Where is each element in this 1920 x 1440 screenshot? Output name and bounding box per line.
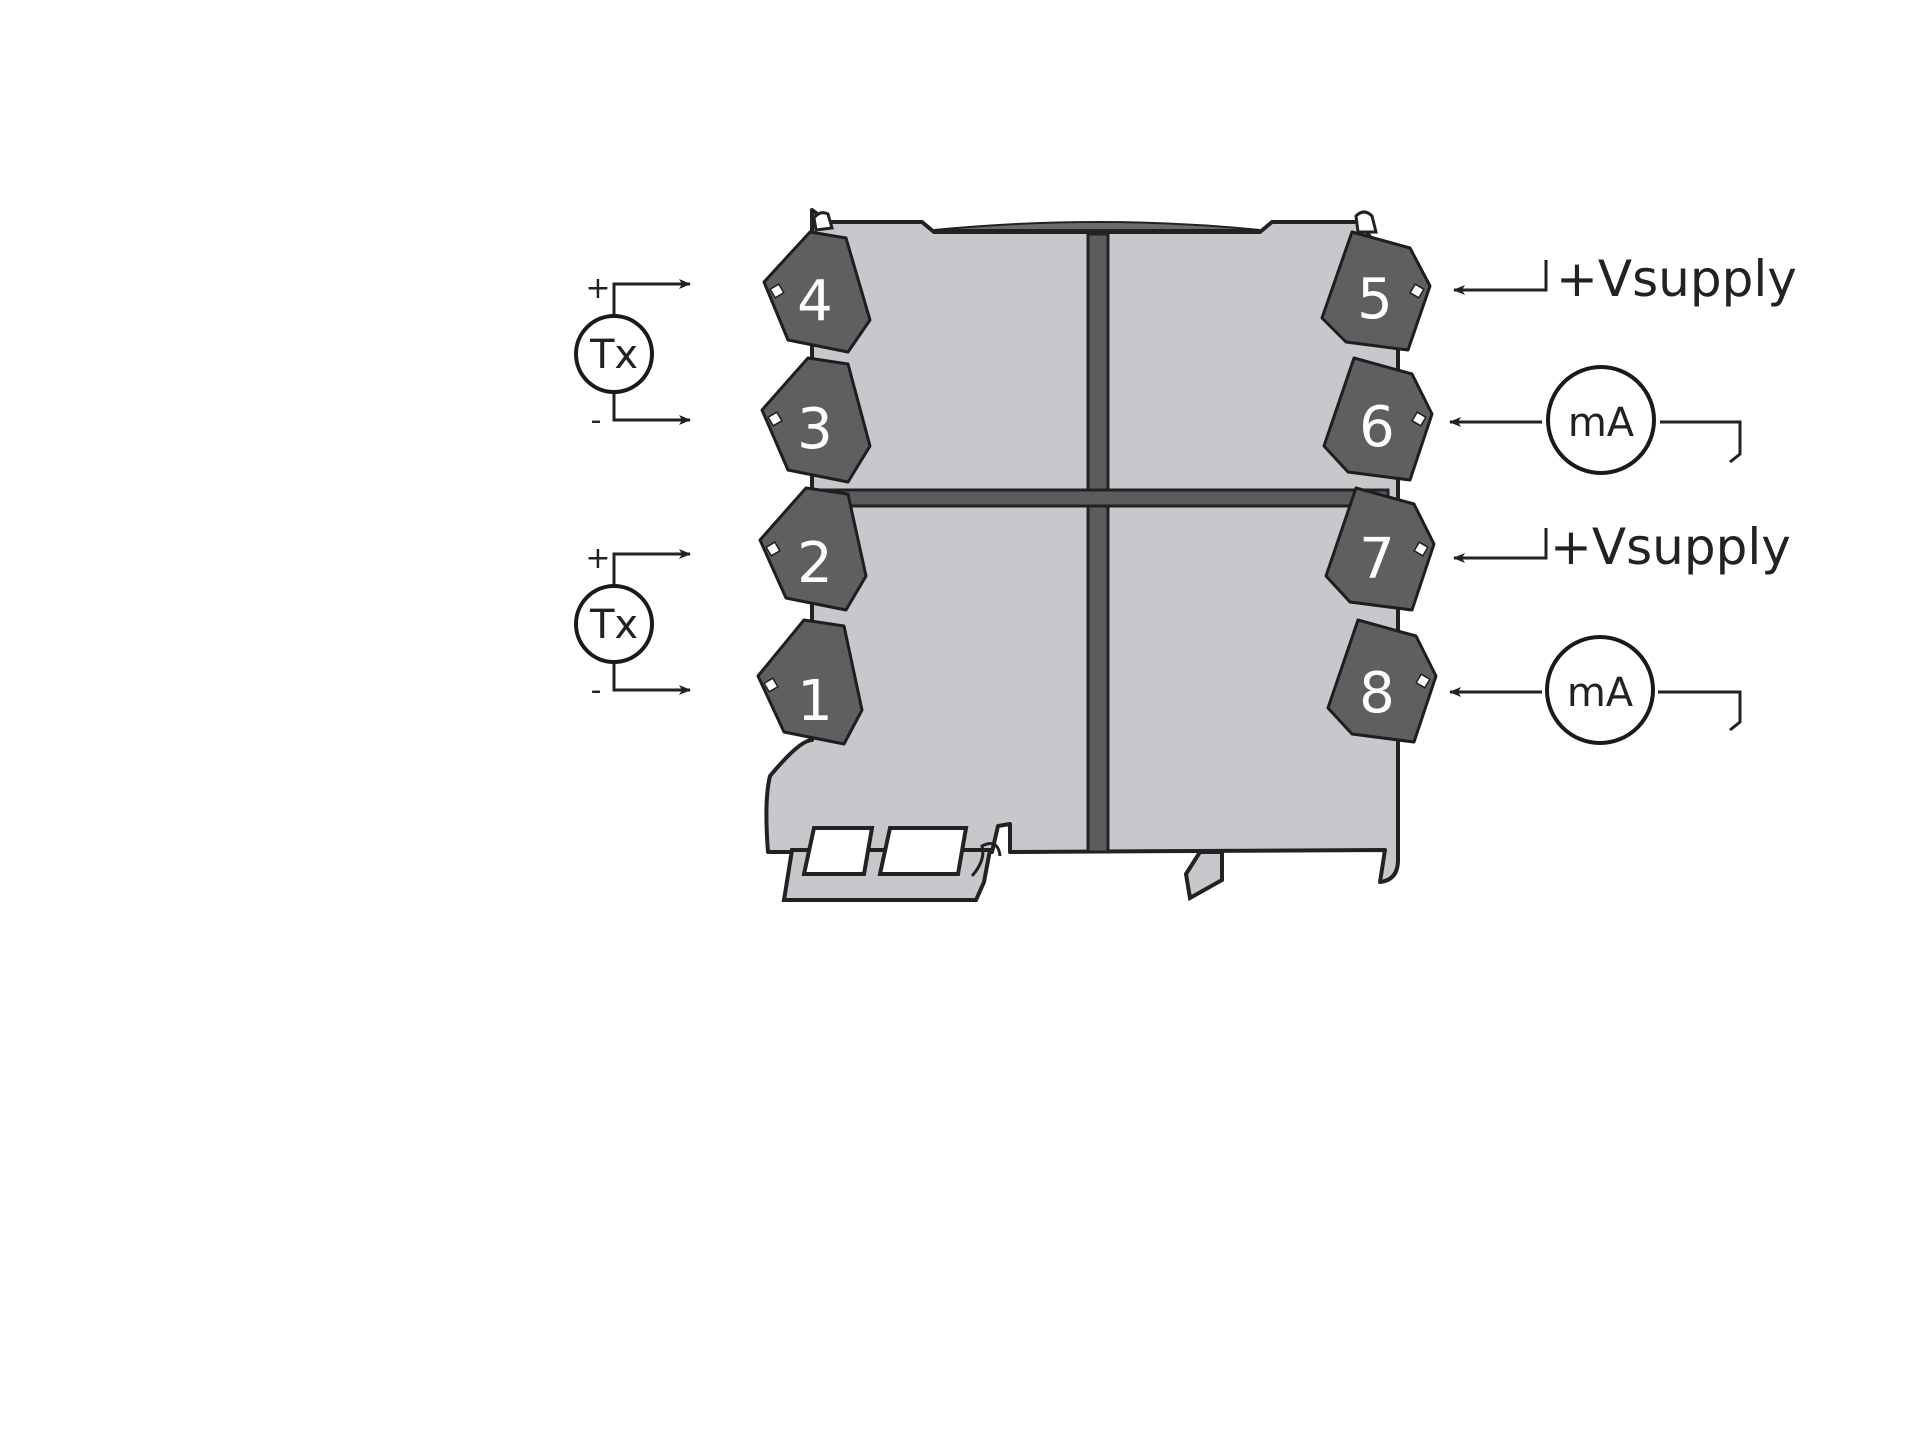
housing-dividers bbox=[806, 232, 1390, 854]
terminal-1: 1 bbox=[756, 618, 864, 746]
transmitter-lower-label: Tx bbox=[589, 602, 638, 648]
transmitter-upper-plus: + bbox=[585, 271, 610, 306]
supply-upper-label: +Vsupply bbox=[1556, 250, 1797, 308]
output-upper-meter: mA bbox=[1449, 365, 1742, 475]
terminal-7-number: 7 bbox=[1359, 527, 1395, 592]
terminal-8: 8 bbox=[1326, 618, 1438, 744]
transmitter-upper-minus: - bbox=[591, 403, 602, 438]
output-upper-supply: +Vsupply bbox=[1453, 250, 1797, 308]
terminal-5-number: 5 bbox=[1357, 267, 1393, 332]
output-lower-supply: +Vsupply bbox=[1453, 518, 1791, 576]
terminal-2: 2 bbox=[758, 486, 868, 612]
input-upper-transmitter: Tx + - bbox=[574, 271, 691, 438]
terminal-8-number: 8 bbox=[1359, 661, 1395, 726]
supply-lower-label: +Vsupply bbox=[1550, 518, 1791, 576]
transmitter-lower-minus: - bbox=[591, 673, 602, 708]
transmitter-lower-plus: + bbox=[585, 541, 610, 576]
terminal-1-number: 1 bbox=[797, 669, 833, 734]
meter-lower-label: mA bbox=[1567, 670, 1634, 716]
latch-tab bbox=[1183, 850, 1224, 902]
din-rail-clip bbox=[781, 826, 1002, 902]
terminal-3: 3 bbox=[760, 356, 872, 484]
terminal-5: 5 bbox=[1320, 230, 1432, 352]
terminal-3-number: 3 bbox=[797, 397, 833, 462]
terminal-4: 4 bbox=[762, 230, 872, 354]
input-lower-transmitter: Tx + - bbox=[574, 541, 691, 708]
terminal-6-number: 6 bbox=[1359, 395, 1395, 460]
terminal-2-number: 2 bbox=[797, 531, 833, 596]
output-lower-meter: mA bbox=[1449, 635, 1742, 745]
terminal-7: 7 bbox=[1324, 486, 1436, 612]
transmitter-upper-label: Tx bbox=[589, 332, 638, 378]
terminal-4-number: 4 bbox=[797, 269, 833, 334]
meter-upper-label: mA bbox=[1568, 400, 1635, 446]
terminal-6: 6 bbox=[1322, 356, 1434, 482]
